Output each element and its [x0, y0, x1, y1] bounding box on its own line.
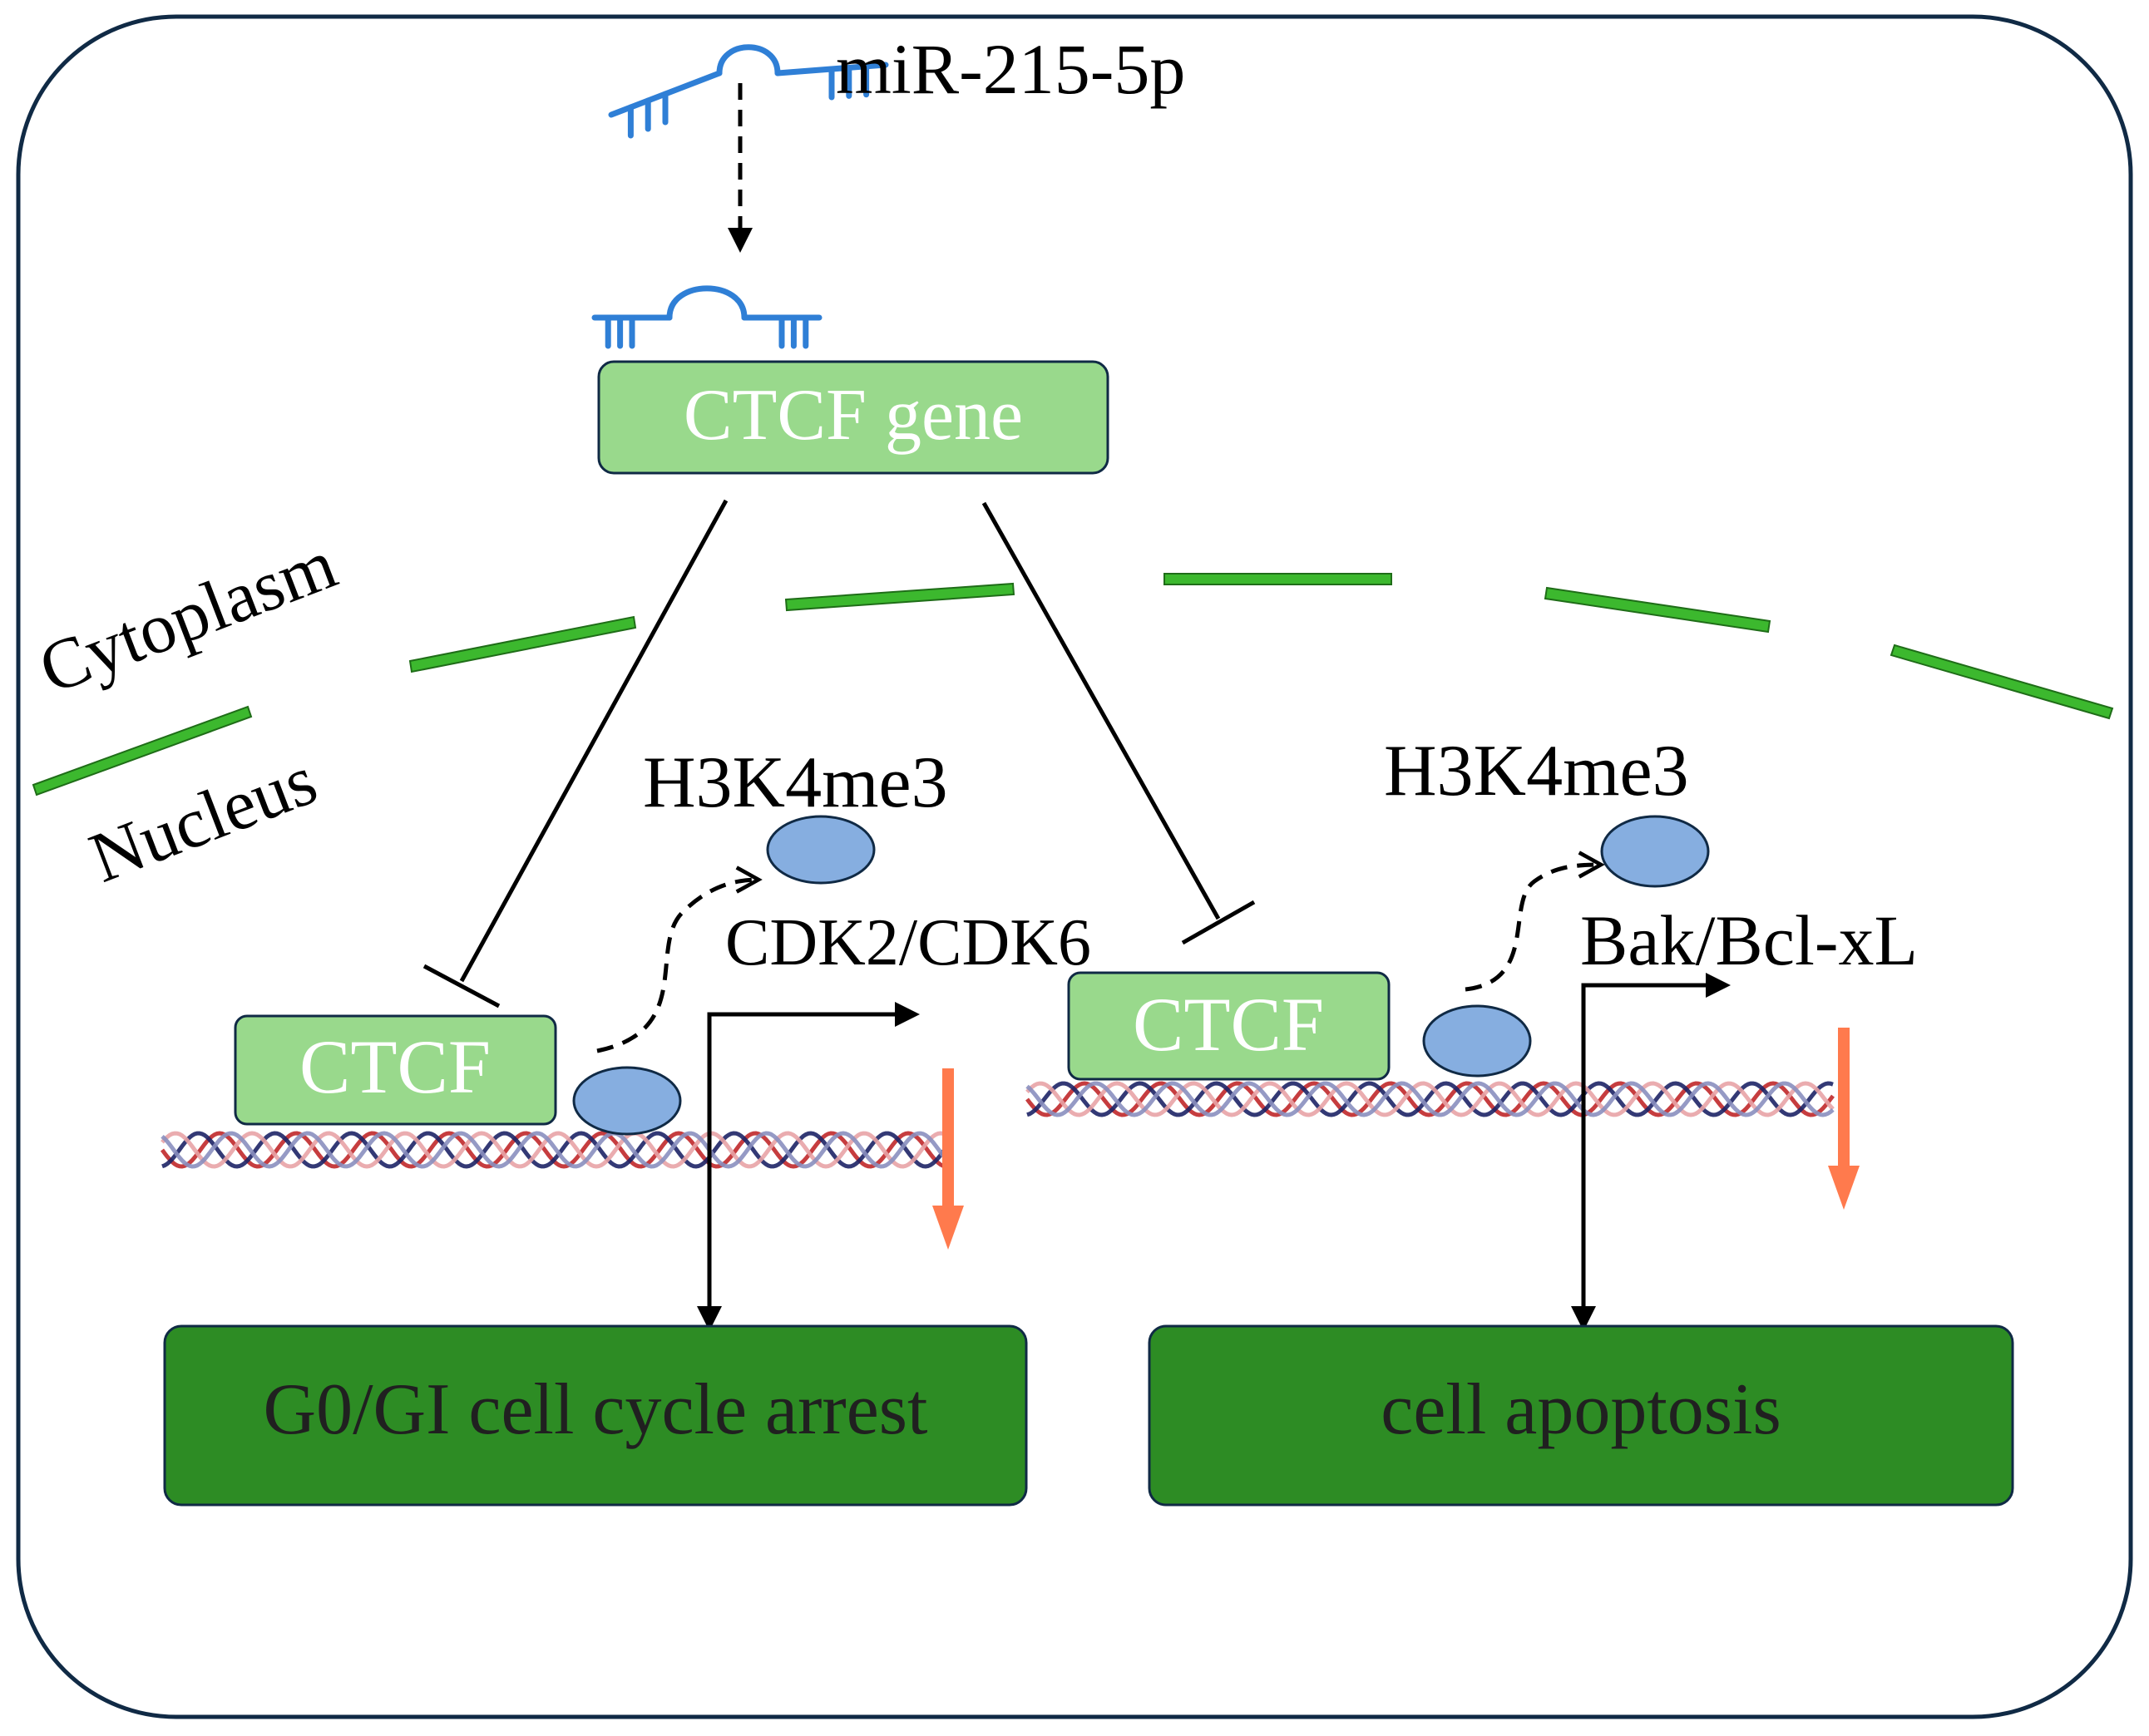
- inhibit-right: [981, 501, 1256, 945]
- histone-right-upper-icon: [1600, 815, 1710, 888]
- histone-left-icon: [572, 1066, 682, 1136]
- ctcf-gene-label: CTCF gene: [684, 375, 1023, 456]
- cell-frame: [16, 14, 2133, 1719]
- ctcf-protein-left-label: CTCF: [299, 1024, 491, 1109]
- mirna-bound-icon: [591, 285, 823, 349]
- inhibit-left: [422, 499, 729, 1009]
- histone-mark-right-label: H3K4me3: [1384, 731, 1689, 811]
- decrease-arrow-left-icon: [932, 1068, 964, 1250]
- mirna-icon: [608, 44, 889, 139]
- histone-right-icon: [1422, 1004, 1532, 1078]
- target-genes-right-label: Bak/Bcl-xL: [1580, 900, 1918, 980]
- ctcf-protein-right: [1067, 971, 1391, 1081]
- target-genes-left-label: CDK2/CDK6: [725, 906, 1091, 979]
- outcome-right-label: cell apoptosis: [1381, 1369, 1781, 1450]
- dna-helix-right: [1025, 1081, 1835, 1117]
- histone-left-upper-icon: [766, 815, 876, 885]
- dna-helix-left: [160, 1131, 952, 1169]
- promoter-arrow-right: [1581, 973, 1731, 1114]
- outcome-box-right: [1148, 1324, 2014, 1507]
- methylation-arrow-right: [1465, 851, 1605, 992]
- methylation-arrow-left: [596, 866, 763, 1053]
- promoter-arrow-left: [707, 1002, 920, 1139]
- outcome-left-label: G0/GI cell cycle arrest: [264, 1369, 928, 1450]
- histone-mark-left-label: H3K4me3: [643, 742, 948, 823]
- mirna-label: miR-215-5p: [836, 29, 1185, 109]
- ctcf-protein-right-label: CTCF: [1133, 982, 1324, 1067]
- outcome-box-left: [163, 1324, 1028, 1507]
- decrease-arrow-right-icon: [1828, 1028, 1860, 1210]
- ctcf-protein-left: [234, 1014, 557, 1126]
- nuclear-membrane: [32, 573, 2114, 796]
- ctcf-gene-box: [597, 360, 1109, 475]
